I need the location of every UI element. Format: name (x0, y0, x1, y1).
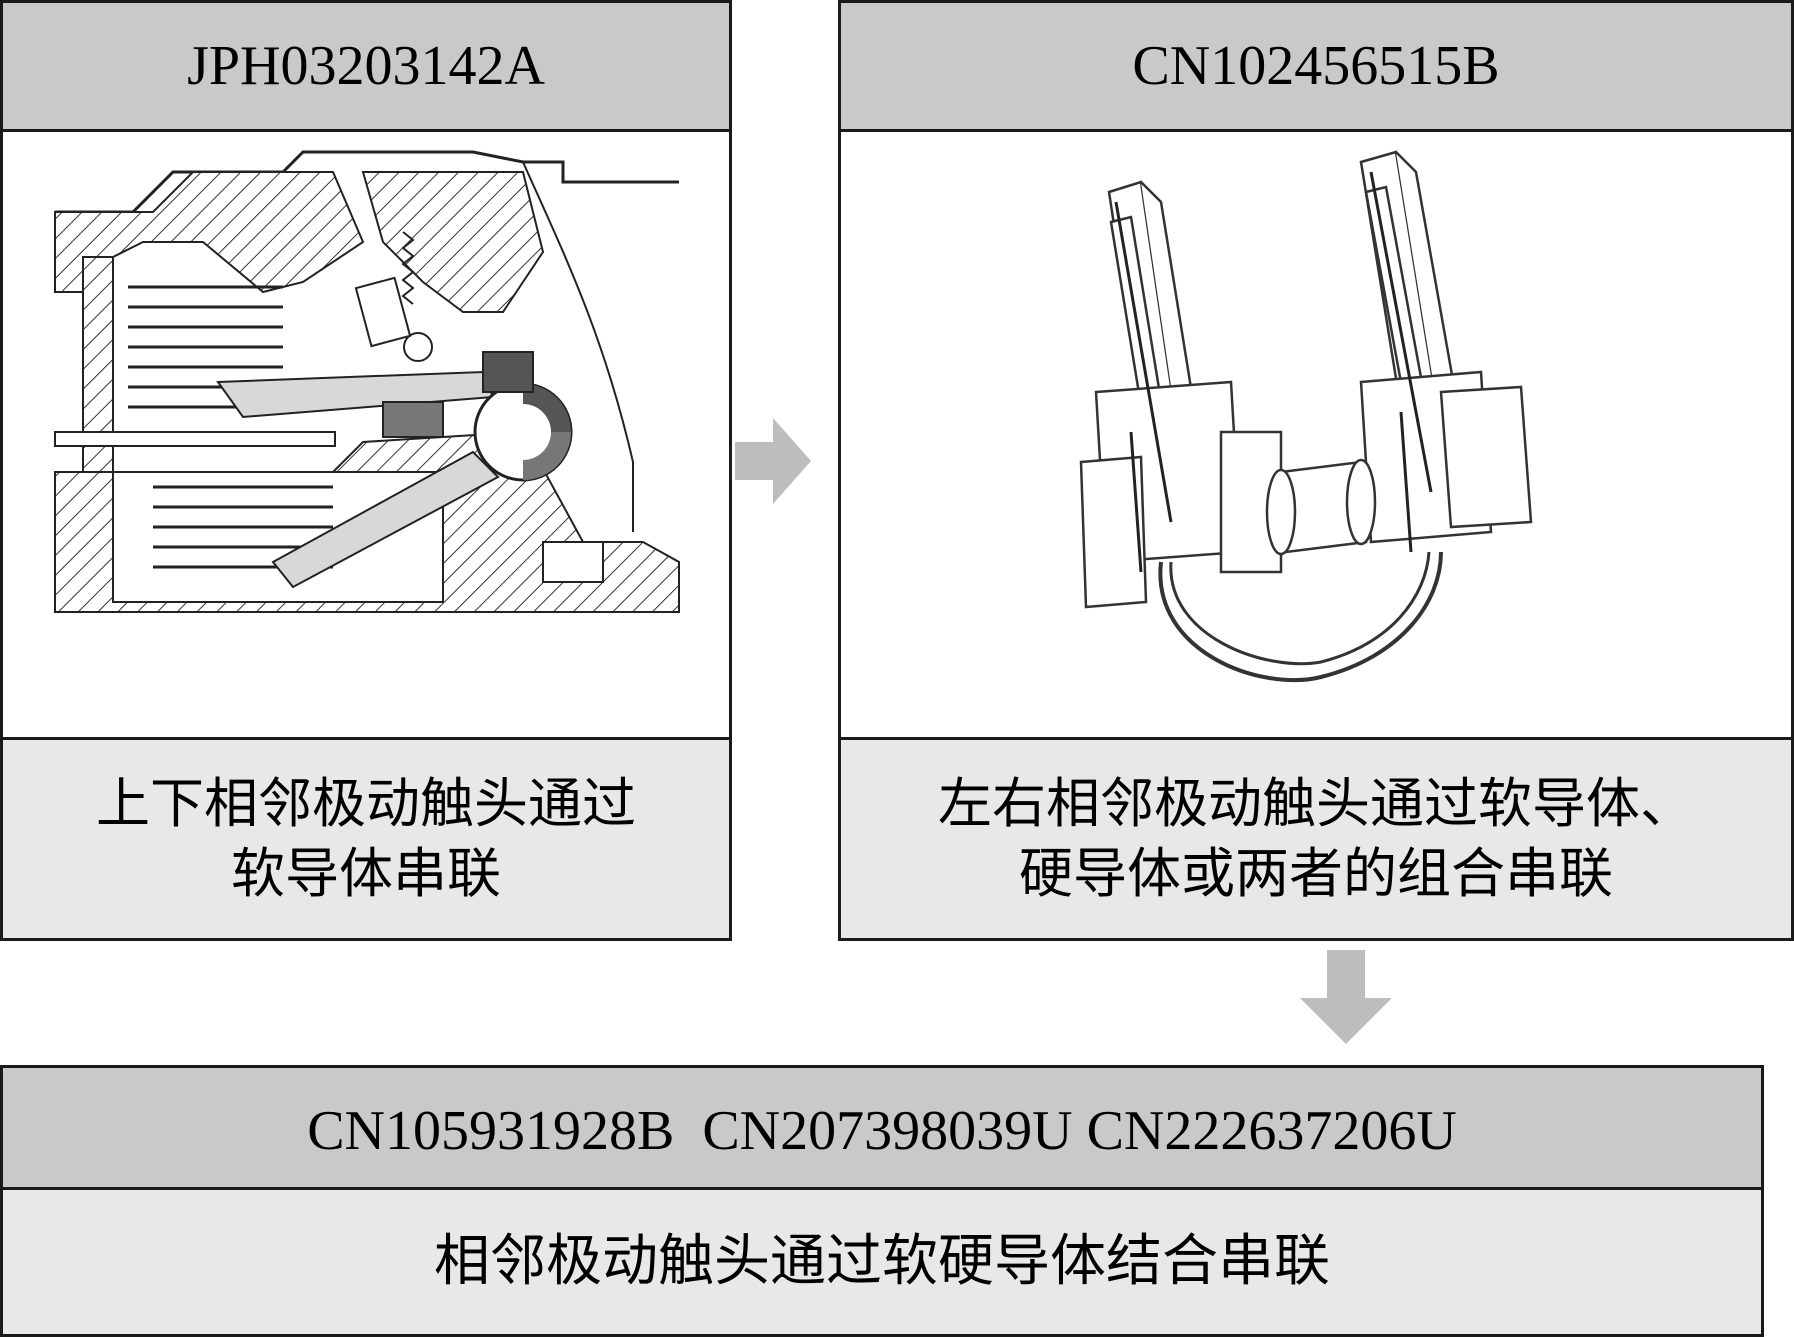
panel-caption: 左右相邻极动触头通过软导体、 硬导体或两者的组合串联 (841, 737, 1791, 938)
arrow-right-icon (735, 418, 811, 504)
panel-header: JPH03203142A (3, 3, 729, 132)
contact-assembly-drawing (1079, 150, 1533, 683)
caption-line-1: 左右相邻极动触头通过软导体、 (938, 772, 1694, 835)
panel-combined-patents: CN105931928B CN207398039U CN222637206U 相… (0, 1065, 1764, 1337)
caption-line-2: 软导体串联 (231, 842, 501, 905)
arrow-down-icon (1300, 950, 1392, 1044)
caption-line-2: 硬导体或两者的组合串联 (1019, 842, 1613, 905)
caption-line-1: 上下相邻极动触头通过 (96, 772, 636, 835)
breaker-cross-section-drawing (54, 150, 680, 613)
panel-caption: 上下相邻极动触头通过 软导体串联 (3, 737, 729, 938)
breaker-cross-section-figure (3, 132, 729, 746)
panel-cn102456515b: CN102456515B (838, 0, 1794, 941)
panel-header: CN102456515B (841, 3, 1791, 132)
panel-caption: 相邻极动触头通过软硬导体结合串联 (3, 1187, 1761, 1334)
panel-jph03203142a: JPH03203142A (0, 0, 732, 941)
panel-header: CN105931928B CN207398039U CN222637206U (3, 1068, 1761, 1196)
caption-line: 相邻极动触头通过软硬导体结合串联 (434, 1229, 1330, 1294)
contact-assembly-figure (841, 132, 1791, 746)
